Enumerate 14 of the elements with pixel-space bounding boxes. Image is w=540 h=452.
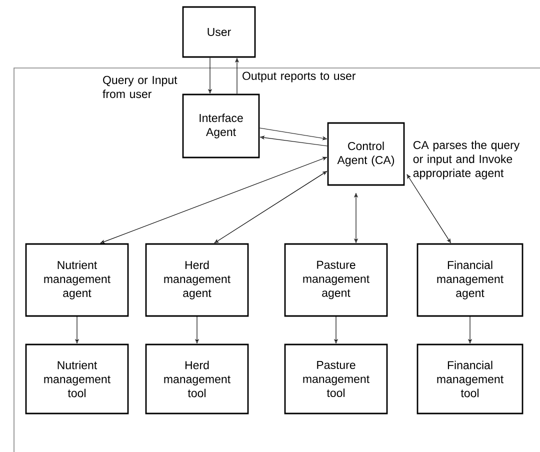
agent-box: Pasture management agent — [284, 243, 388, 317]
note-text: CA parses the query or input and Invoke appropriate agent — [413, 140, 520, 180]
agent-box: Herd management tool — [145, 344, 249, 414]
agent-box: Nutrient management tool — [25, 344, 129, 414]
agent-box: Financial management agent — [416, 243, 524, 317]
agent-box: Pasture management tool — [284, 344, 388, 414]
agent-box: Herd management agent — [145, 243, 249, 317]
agent-box: User — [182, 6, 256, 58]
agent-box: Control Agent (CA) — [327, 122, 405, 186]
edge-label: Query or Input from user — [102, 76, 178, 98]
agent-box: Interface Agent — [182, 94, 260, 158]
agent-box: Nutrient management agent — [25, 243, 129, 317]
edge-label: Output reports to user — [242, 72, 356, 82]
agent-box: Financial management tool — [416, 344, 524, 414]
